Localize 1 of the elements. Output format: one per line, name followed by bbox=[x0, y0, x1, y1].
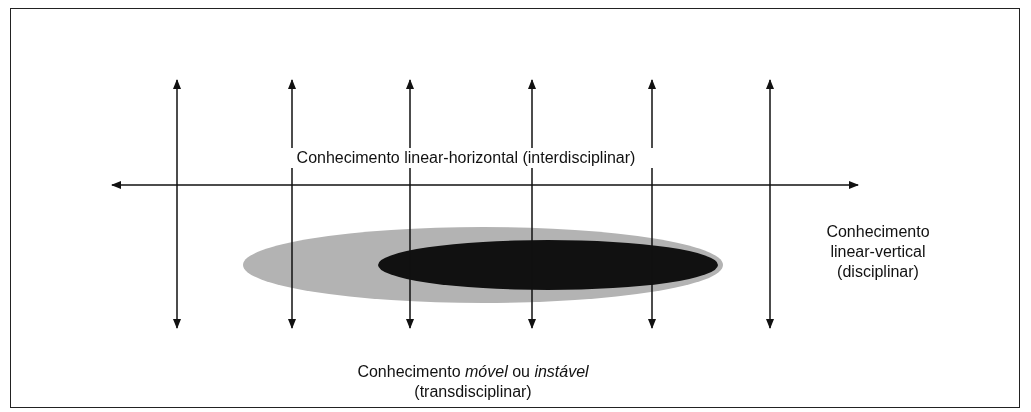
caption-text: Conhecimento móvel ou instável (transdisciplinar) bbox=[356, 362, 590, 402]
